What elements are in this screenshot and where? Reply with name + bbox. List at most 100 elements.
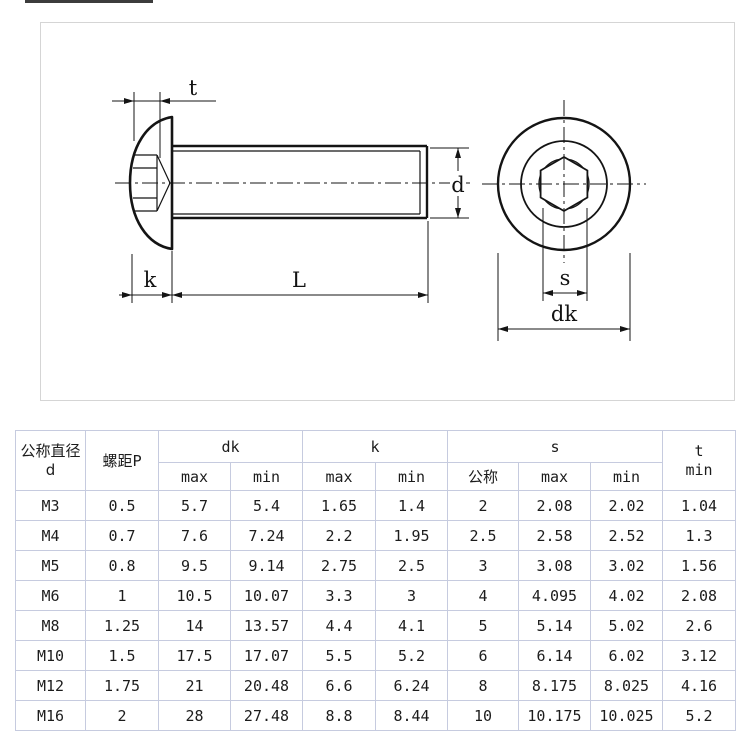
table-cell: 1.3 bbox=[662, 520, 736, 551]
header-t-symbol: t bbox=[694, 441, 704, 460]
header-group-s: s bbox=[447, 430, 663, 463]
table-cell: 6 bbox=[447, 640, 519, 671]
table-cell: 2 bbox=[447, 490, 519, 521]
table-cell: 1.75 bbox=[85, 670, 159, 701]
table-cell: M10 bbox=[15, 640, 86, 671]
table-cell: 2.5 bbox=[375, 550, 448, 581]
header-k-min: min bbox=[375, 462, 448, 491]
table-cell: 21 bbox=[158, 670, 231, 701]
header-dk-max: max bbox=[158, 462, 231, 491]
dimension-t bbox=[112, 92, 216, 158]
screw-front-view bbox=[482, 100, 646, 263]
table-cell: 10.025 bbox=[590, 700, 663, 731]
label-t: t bbox=[189, 76, 198, 100]
table-cell: 8.175 bbox=[518, 670, 591, 701]
table-cell: 2.08 bbox=[662, 580, 736, 611]
table-cell: 20.48 bbox=[230, 670, 303, 701]
table-cell: 5 bbox=[447, 610, 519, 641]
table-cell: 2.02 bbox=[590, 490, 663, 521]
header-s-nominal: 公称 bbox=[447, 462, 519, 491]
table-cell: 3.3 bbox=[302, 580, 376, 611]
table-cell: 1.25 bbox=[85, 610, 159, 641]
table-cell: 7.6 bbox=[158, 520, 231, 551]
table-cell: 0.5 bbox=[85, 490, 159, 521]
table-cell: 2.75 bbox=[302, 550, 376, 581]
screw-shaft bbox=[172, 144, 429, 220]
dimension-k-L bbox=[119, 221, 429, 303]
table-cell: 1.4 bbox=[375, 490, 448, 521]
table-cell: M4 bbox=[15, 520, 86, 551]
table-cell: 8 bbox=[447, 670, 519, 701]
table-cell: 7.24 bbox=[230, 520, 303, 551]
table-cell: 4.4 bbox=[302, 610, 376, 641]
table-cell: 1.5 bbox=[85, 640, 159, 671]
table-cell: 6.14 bbox=[518, 640, 591, 671]
table-cell: 3 bbox=[375, 580, 448, 611]
table-cell: 17.07 bbox=[230, 640, 303, 671]
table-cell: 1.56 bbox=[662, 550, 736, 581]
label-L: L bbox=[292, 268, 306, 292]
table-cell: 5.14 bbox=[518, 610, 591, 641]
table-cell: M8 bbox=[15, 610, 86, 641]
table-cell: 2.52 bbox=[590, 520, 663, 551]
table-cell: 2.6 bbox=[662, 610, 736, 641]
dimension-s bbox=[542, 208, 588, 301]
table-cell: M5 bbox=[15, 550, 86, 581]
table-cell: 10 bbox=[447, 700, 519, 731]
table-cell: 14 bbox=[158, 610, 231, 641]
table-cell: M6 bbox=[15, 580, 86, 611]
header-t-min-label: min bbox=[685, 460, 713, 479]
table-cell: 5.5 bbox=[302, 640, 376, 671]
header-s-min: min bbox=[590, 462, 663, 491]
hex-socket-side bbox=[133, 154, 171, 212]
table-cell: 10.5 bbox=[158, 580, 231, 611]
table-cell: 28 bbox=[158, 700, 231, 731]
header-group-dk: dk bbox=[158, 430, 303, 463]
table-cell: 4 bbox=[447, 580, 519, 611]
table-cell: 3.12 bbox=[662, 640, 736, 671]
table-cell: 5.2 bbox=[375, 640, 448, 671]
table-cell: 8.8 bbox=[302, 700, 376, 731]
table-cell: 13.57 bbox=[230, 610, 303, 641]
table-cell: 1.95 bbox=[375, 520, 448, 551]
label-d: d bbox=[451, 173, 464, 197]
label-dk: dk bbox=[551, 302, 577, 326]
header-k-max: max bbox=[302, 462, 376, 491]
table-cell: 6.6 bbox=[302, 670, 376, 701]
table-cell: 9.5 bbox=[158, 550, 231, 581]
table-cell: 5.7 bbox=[158, 490, 231, 521]
table-cell: 0.8 bbox=[85, 550, 159, 581]
table-cell: 1.65 bbox=[302, 490, 376, 521]
table-cell: 6.02 bbox=[590, 640, 663, 671]
table-cell: M3 bbox=[15, 490, 86, 521]
table-cell: 5.4 bbox=[230, 490, 303, 521]
header-group-k: k bbox=[302, 430, 448, 463]
screw-spec-table: 公称直径 d 螺距P dk k s t min max min max min … bbox=[15, 430, 736, 731]
table-cell: 4.16 bbox=[662, 670, 736, 701]
header-nominal-diameter-symbol: d bbox=[45, 460, 56, 479]
header-pitch: 螺距P bbox=[85, 430, 159, 491]
table-cell: 2.5 bbox=[447, 520, 519, 551]
screw-technical-drawing: t k L d s dk bbox=[112, 76, 646, 341]
label-k: k bbox=[144, 268, 157, 292]
table-cell: 6.24 bbox=[375, 670, 448, 701]
cropped-top-bar bbox=[25, 0, 153, 3]
table-cell: 1.04 bbox=[662, 490, 736, 521]
dimension-d bbox=[430, 147, 469, 219]
table-cell: 3.08 bbox=[518, 550, 591, 581]
technical-drawing-panel: t k L d s dk bbox=[40, 22, 735, 401]
table-cell: 1 bbox=[85, 580, 159, 611]
table-cell: 10.175 bbox=[518, 700, 591, 731]
table-cell: 10.07 bbox=[230, 580, 303, 611]
table-cell: 2 bbox=[85, 700, 159, 731]
header-s-max: max bbox=[518, 462, 591, 491]
table-cell: 4.02 bbox=[590, 580, 663, 611]
